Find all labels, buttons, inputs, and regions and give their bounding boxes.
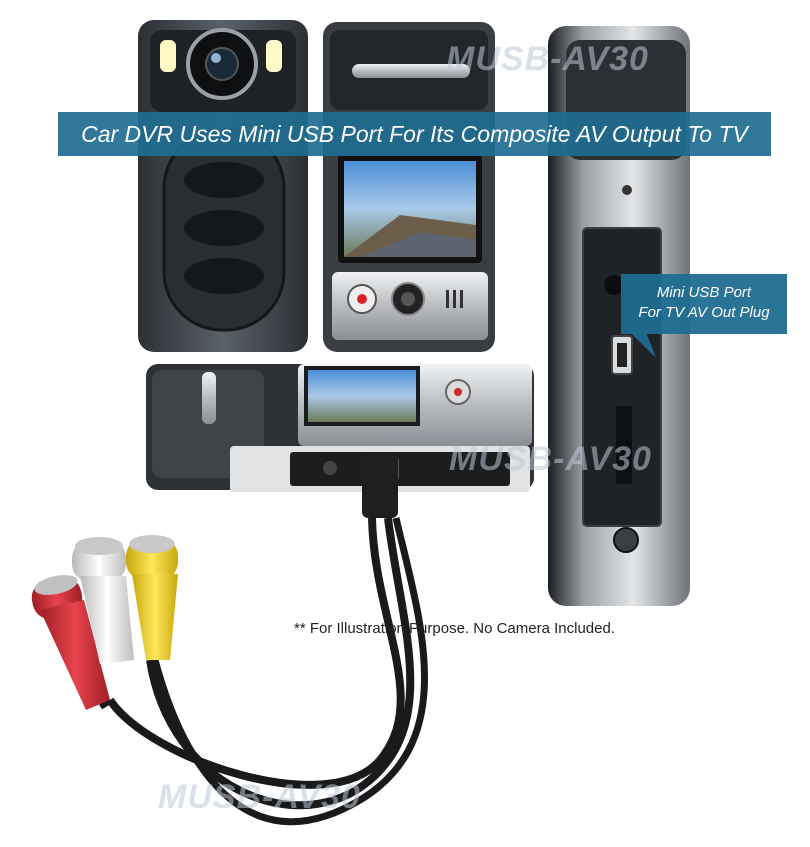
title-banner: Car DVR Uses Mini USB Port For Its Compo… <box>58 112 771 156</box>
camera-connected-view <box>146 364 534 492</box>
rca-plug-red <box>31 575 110 710</box>
camera-front-view <box>138 20 308 352</box>
callout-line-1: Mini USB Port <box>656 284 752 301</box>
watermark-bottom: MUSB-AV30 <box>158 778 361 816</box>
camera-back-view <box>323 22 495 352</box>
watermark-top: MUSB-AV30 <box>446 40 649 78</box>
callout-line-2: For TV AV Out Plug <box>638 304 770 321</box>
mini-usb-callout: Mini USB Port For TV AV Out Plug <box>621 274 787 334</box>
illustration-note: ** For Illustration Purpose. No Camera I… <box>294 620 615 637</box>
av-cable <box>97 452 428 826</box>
rca-plug-white <box>72 537 134 664</box>
watermark-middle: MUSB-AV30 <box>449 440 652 478</box>
rca-plug-yellow <box>126 535 178 660</box>
